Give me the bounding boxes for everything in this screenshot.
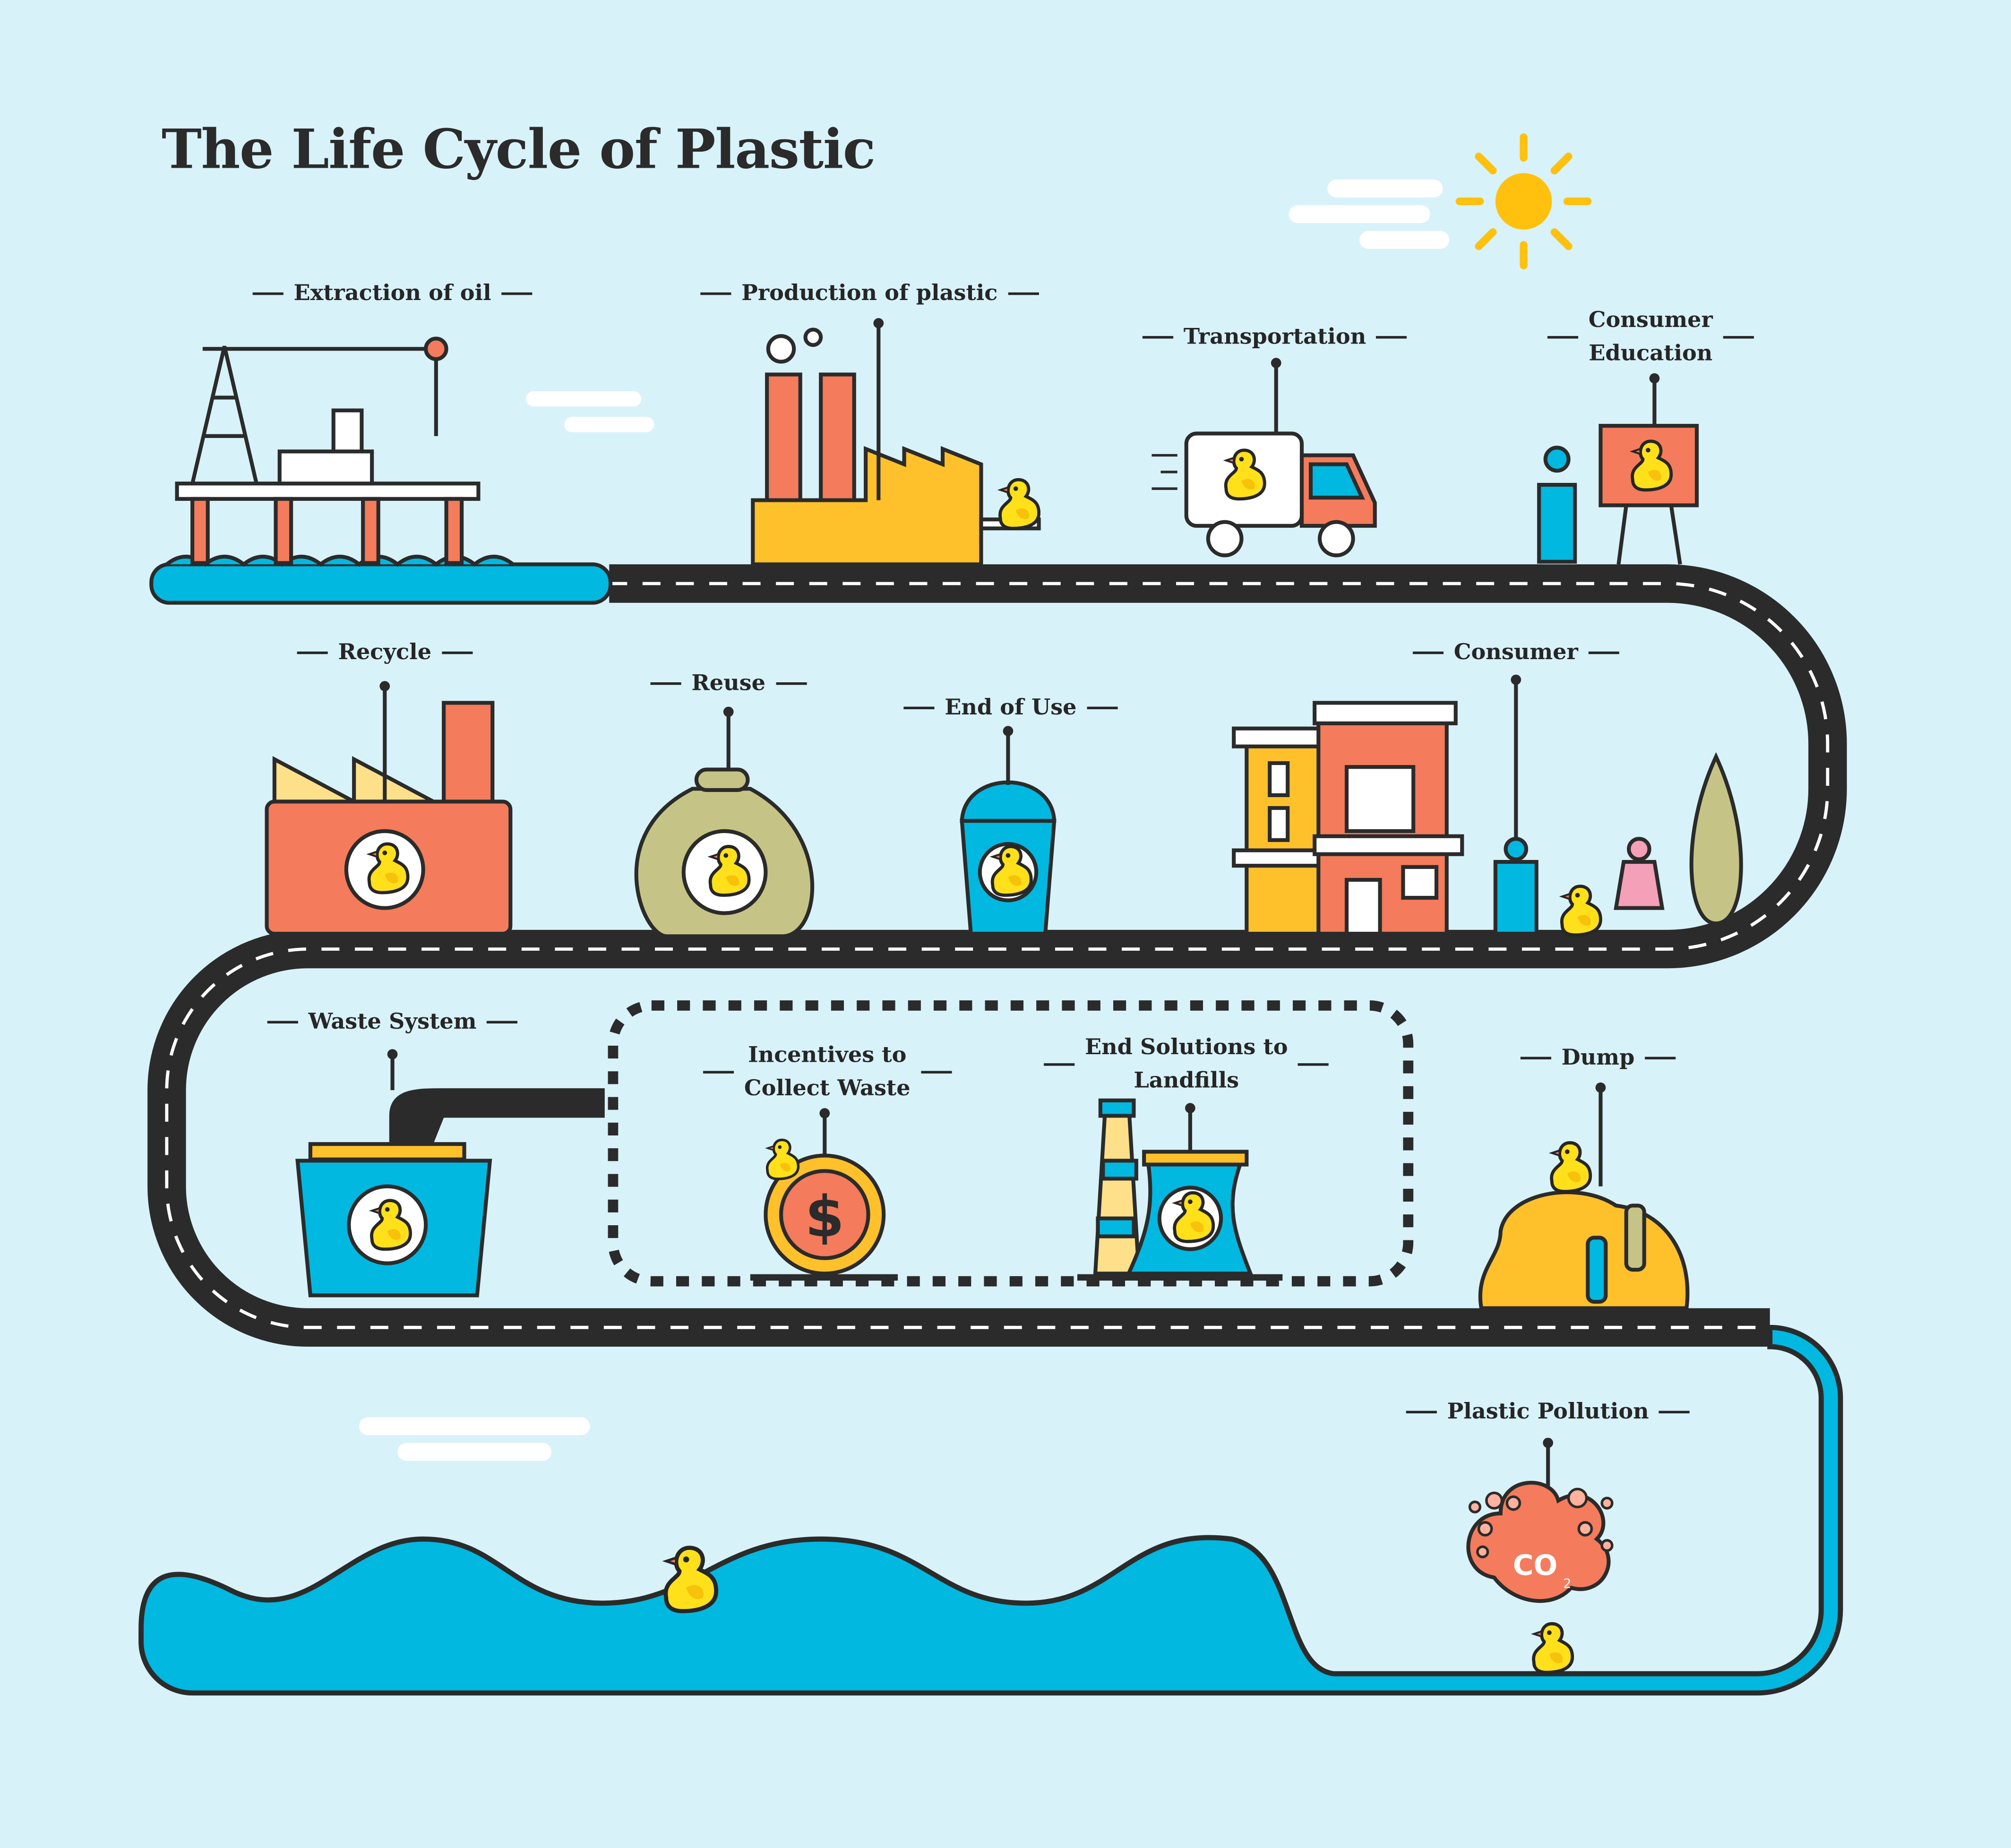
river (138, 1324, 1843, 1696)
road-path (147, 564, 1847, 1347)
co2-subscript: 2 (1563, 1576, 1571, 1591)
label-pins (379, 318, 1660, 1448)
label-production: Production of plastic (700, 277, 1039, 310)
label-extraction: Extraction of oil (252, 277, 533, 310)
sun-icon (1455, 133, 1592, 270)
label-end-of-use: End of Use (903, 691, 1118, 725)
co2-cloud-icon (1466, 1443, 1614, 1603)
cup-icon (960, 731, 1057, 936)
label-consumer: Consumer (1412, 636, 1619, 670)
label-transportation: Transportation (1142, 321, 1408, 354)
reuse-bag-icon (634, 712, 815, 938)
page-title: The Life Cycle of Plastic (162, 118, 876, 181)
factory-icon (751, 323, 1041, 567)
label-plastic-pollution: Plastic Pollution (1406, 1395, 1690, 1429)
buildings-icon (1232, 701, 1464, 936)
consumer-education-icon (1537, 378, 1699, 565)
recycle-factory-icon (265, 686, 513, 936)
water-start (149, 554, 613, 605)
co2-label: CO (1513, 1549, 1558, 1582)
oil-rig-icon (175, 336, 481, 565)
waste-bin-icon (295, 1054, 605, 1298)
dollar-sign: $ (805, 1185, 844, 1250)
coin-icon (750, 1113, 898, 1281)
label-dump: Dump (1520, 1041, 1676, 1075)
label-waste-system: Waste System (267, 1006, 518, 1039)
truck-icon (1152, 363, 1377, 558)
label-reuse: Reuse (650, 667, 807, 700)
dump-icon (1478, 1087, 1690, 1310)
solutions-loop (608, 1000, 1414, 1287)
people-icon (1493, 679, 1743, 936)
label-recycle: Recycle (297, 636, 473, 670)
power-plant-icon (1077, 1098, 1283, 1281)
cloud-decoration (359, 180, 1450, 1461)
